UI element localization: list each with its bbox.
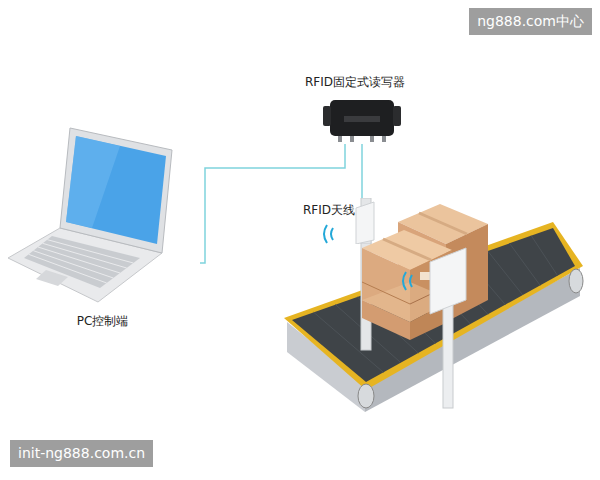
conveyor-belt	[292, 228, 575, 382]
carton-stack	[362, 204, 488, 340]
antenna-panel	[430, 248, 466, 314]
signal-waves	[403, 272, 412, 290]
rfid-reader: RFID固定式读写器	[295, 72, 415, 144]
conveyor-rim	[284, 222, 583, 390]
node-label: PC控制端	[77, 314, 129, 328]
watermark: init-ng888.com.cn	[10, 440, 153, 467]
rfid-antenna: RFID天线	[300, 198, 376, 244]
pc-laptop: PC控制端	[5, 120, 200, 332]
node-label: RFID固定式读写器	[305, 75, 405, 89]
roller	[358, 384, 374, 408]
watermark: ng888.com中心	[469, 8, 592, 35]
pc-laptop-drawing	[5, 120, 200, 332]
roller	[569, 269, 583, 293]
node-label: RFID天线	[303, 203, 355, 217]
cable	[361, 144, 363, 198]
